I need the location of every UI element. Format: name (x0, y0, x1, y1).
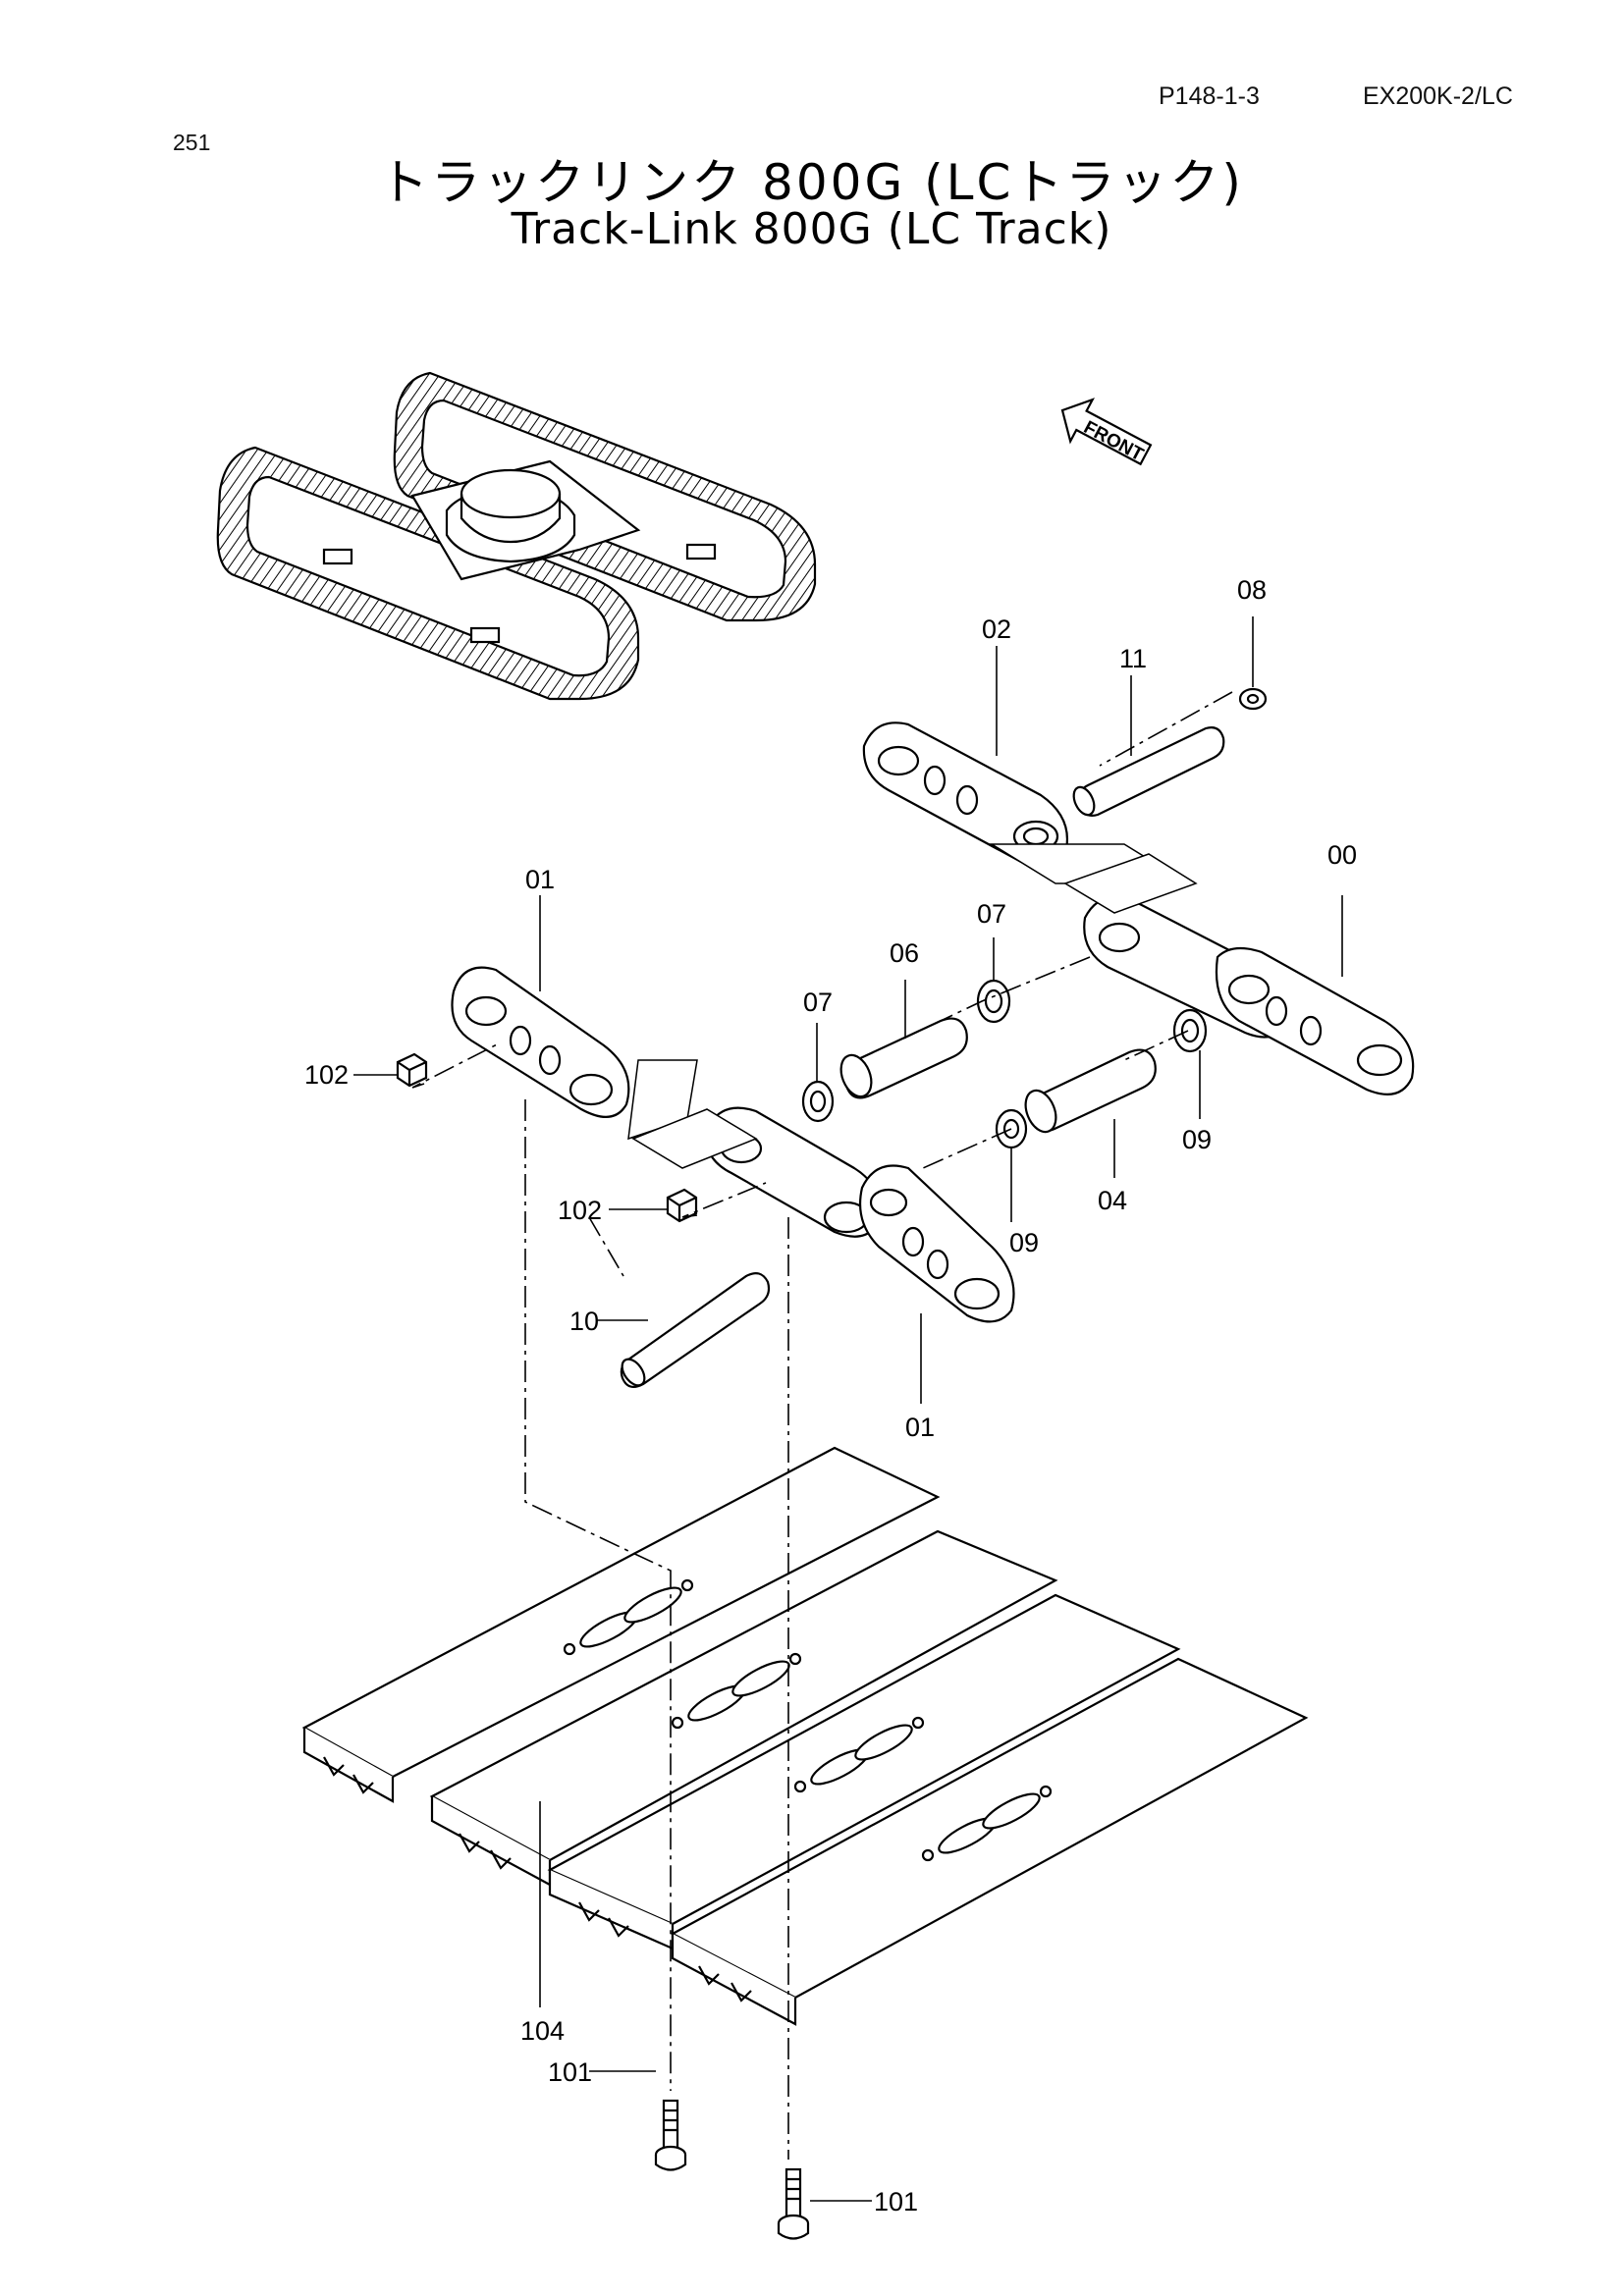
title-english: Track-Link 800G (LC Track) (511, 204, 1112, 254)
callout-04: 04 (1098, 1186, 1127, 1215)
callout-09-center: 09 (1009, 1228, 1039, 1257)
title-japanese: トラックリンク 800G (LCトラック) (379, 154, 1244, 211)
shoe-bolt-101-right (777, 2167, 810, 2240)
bushing-04 (1024, 1048, 1157, 1134)
callout-06: 06 (890, 938, 919, 968)
model-code: EX200K-2/LC (1363, 82, 1513, 110)
shadow-plane-right (1063, 853, 1198, 914)
shoe-bolt-101-left (654, 2099, 687, 2171)
lock-ring-08 (1238, 687, 1268, 711)
callout-102-lower: 102 (558, 1196, 602, 1225)
nut-102-lower (666, 1188, 698, 1223)
callout-104: 104 (520, 2016, 565, 2046)
shadow-plane-center (631, 1108, 758, 1169)
assembly-centerlines (411, 691, 1233, 2160)
track-link-01-left (451, 966, 630, 1118)
page-number: 251 (173, 130, 211, 155)
callout-07-lower: 07 (803, 988, 833, 1017)
callout-101-left: 101 (548, 2057, 592, 2087)
track-pin-11 (1072, 726, 1225, 817)
callout-09-right: 09 (1182, 1125, 1212, 1154)
track-shoe-assembly-104 (301, 1446, 1309, 2026)
page-reference: P148-1-3 (1159, 82, 1260, 110)
seal-09-right (1172, 1008, 1208, 1053)
callout-101-right: 101 (874, 2187, 918, 2216)
callout-02: 02 (982, 614, 1011, 644)
bushing-06 (839, 1017, 968, 1099)
callout-102-upper: 102 (304, 1060, 349, 1090)
undercarriage-overview (216, 371, 817, 701)
callout-07-upper: 07 (977, 899, 1006, 929)
callout-08: 08 (1237, 575, 1267, 605)
callout-01-bottom: 01 (905, 1413, 935, 1442)
seal-07-lower (801, 1080, 835, 1123)
callout-10: 10 (569, 1307, 599, 1336)
front-direction-arrow: FRONT (1060, 398, 1153, 465)
track-pin-10 (620, 1271, 771, 1389)
callout-00: 00 (1327, 840, 1357, 870)
nut-102-upper (396, 1052, 428, 1088)
callout-11: 11 (1119, 644, 1147, 673)
leader-lines (353, 616, 1343, 2202)
callout-01-top: 01 (525, 865, 555, 894)
